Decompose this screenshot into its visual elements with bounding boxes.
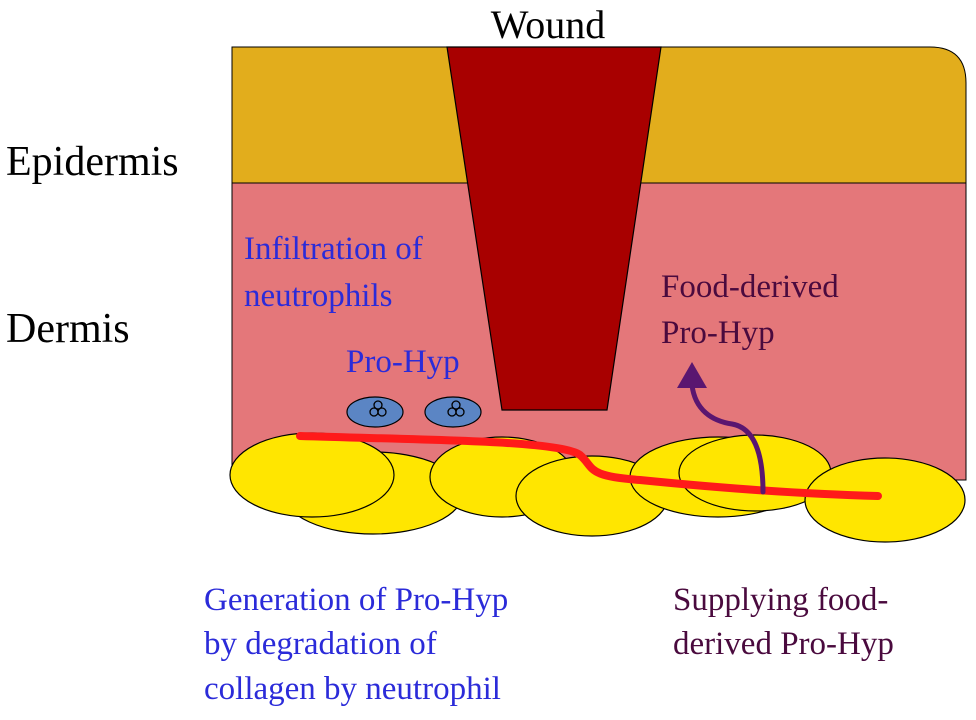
dermis-label: Dermis — [6, 306, 130, 352]
neutrophil — [346, 396, 404, 428]
neutrophil — [424, 396, 482, 428]
wound-label: Wound — [491, 2, 606, 47]
food-derived-label: Food-derived Pro-Hyp — [661, 269, 847, 351]
supply-arrow — [689, 382, 766, 495]
collagen-strand — [296, 432, 882, 500]
pro-hyp-label: Pro-Hyp — [346, 344, 460, 380]
collagen-fiber — [229, 432, 395, 518]
generation-caption: Generation of Pro-Hyp by degradation of … — [204, 582, 517, 707]
infiltration-label: Infiltration of neutrophils — [244, 231, 431, 314]
epidermis-label: Epidermis — [6, 139, 179, 185]
arrow-head-icon — [677, 362, 707, 388]
wound-shape — [446, 46, 662, 411]
nucleus-icon — [369, 400, 387, 417]
supplying-caption: Supplying food- derived Pro-Hyp — [673, 582, 897, 662]
nucleus-icon — [447, 400, 465, 417]
collagen-fiber — [804, 457, 966, 543]
